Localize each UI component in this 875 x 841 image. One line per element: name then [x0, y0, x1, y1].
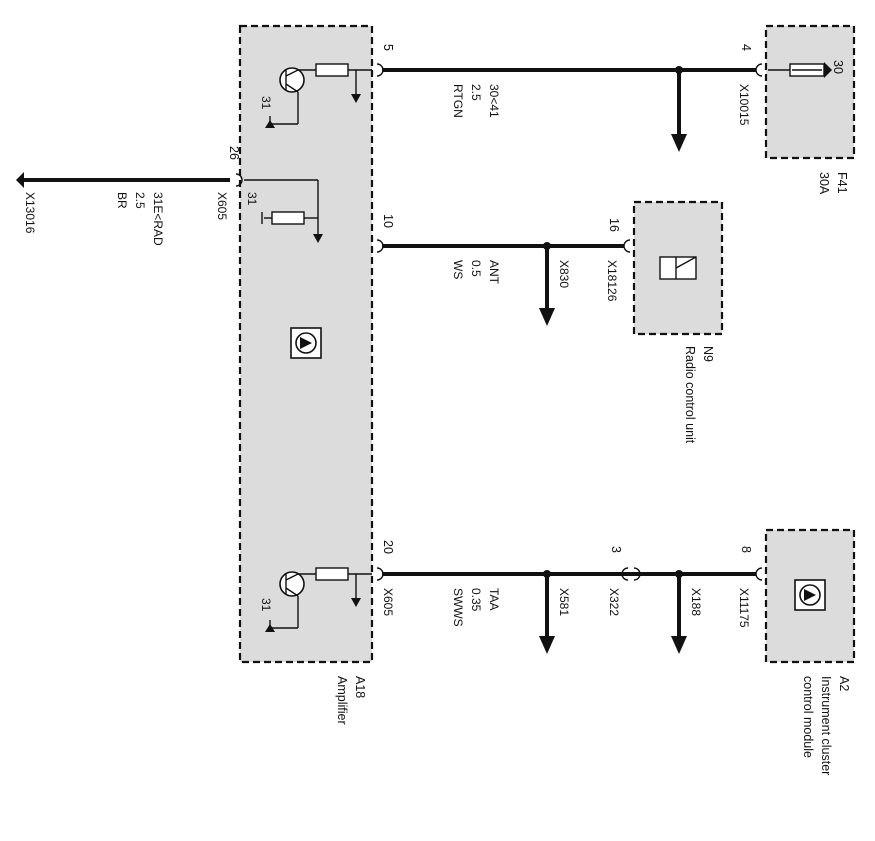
- cluster-name-line1: Instrument cluster: [819, 676, 833, 775]
- resistor-circuit-middle: [244, 179, 323, 243]
- antenna-gauge: 0.5: [469, 260, 483, 277]
- taa-splice1: X581: [557, 588, 571, 616]
- taa-inline-pin: 3: [609, 546, 623, 553]
- radio-pin: 16: [607, 218, 621, 232]
- internal-ground-label-top: 31: [259, 96, 273, 110]
- ground-signal: 31E<RAD: [151, 192, 165, 246]
- fuse-box[interactable]: [764, 24, 856, 160]
- taa-signal: TAA: [487, 588, 501, 610]
- ground-amp-connector: X605: [215, 192, 229, 220]
- speaker-icon-amplifier: [290, 327, 322, 359]
- taa-inline-connector: X322: [607, 588, 621, 616]
- amplifier-id: A18: [353, 676, 367, 698]
- branch-arrows: [539, 70, 687, 654]
- ground-gauge: 2.5: [133, 192, 147, 209]
- speaker-icon-cluster: [794, 579, 826, 611]
- internal-ground-label-bottom: 31: [259, 598, 273, 612]
- antenna-pin: 10: [381, 214, 395, 228]
- taa-splice2: X188: [689, 588, 703, 616]
- ground-terminal-icon: [16, 172, 24, 188]
- fuse-terminal: 30: [831, 60, 845, 74]
- taa-color: SWWS: [451, 588, 465, 627]
- ground-connector: X13016: [23, 192, 37, 234]
- connector-pin-icons: [235, 63, 763, 581]
- transistor-circuit-top: [265, 63, 372, 128]
- radio-unit-icon: [659, 256, 697, 280]
- transistor-circuit-bottom: [265, 567, 372, 632]
- cluster-name-line2: control module: [801, 676, 815, 758]
- cluster-connector: X11175: [737, 588, 751, 628]
- fuse-icon: [768, 62, 832, 78]
- taa-amp-connector: X605: [381, 588, 395, 616]
- radio-connector: X18126: [605, 260, 619, 302]
- taa-gauge: 0.35: [469, 588, 483, 612]
- radio-id: N9: [701, 346, 715, 362]
- ground-color: BR: [115, 192, 129, 209]
- fuse-pin: 4: [739, 44, 753, 51]
- taa-pin: 20: [381, 540, 395, 554]
- ground-pin: 26: [227, 146, 241, 160]
- antenna-signal: ANT: [487, 260, 501, 285]
- fuse-id: F41: [835, 172, 849, 194]
- amplifier-name: Amplifier: [335, 676, 349, 725]
- power-color: RTGN: [451, 84, 465, 118]
- cluster-id: A2: [837, 676, 851, 691]
- cluster-pin: 8: [739, 546, 753, 553]
- antenna-splice: X830: [557, 260, 571, 288]
- power-signal: 30<41: [487, 84, 501, 118]
- radio-name: Radio control unit: [683, 346, 697, 444]
- internal-ground-label-middle: 31: [245, 192, 259, 206]
- power-pin: 5: [381, 44, 395, 51]
- antenna-color: WS: [451, 260, 465, 279]
- fuse-connector: X10015: [737, 84, 751, 126]
- fuse-rating: 30A: [817, 172, 831, 195]
- power-gauge: 2.5: [469, 84, 483, 101]
